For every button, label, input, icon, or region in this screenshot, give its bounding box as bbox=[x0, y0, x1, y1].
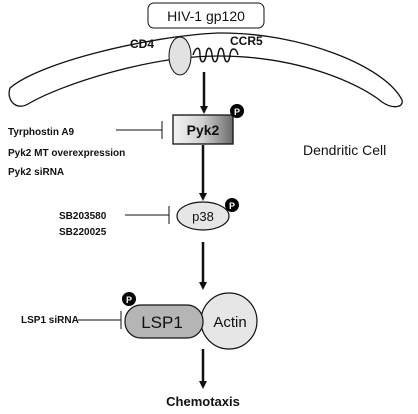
cell-label: Dendritic Cell bbox=[303, 142, 386, 158]
pyk2-inhibition-bar bbox=[116, 121, 163, 139]
ligand-box: HIV-1 gp120 bbox=[147, 2, 265, 29]
pyk2-inhibitor-1: Tyrphostin A9 bbox=[8, 127, 75, 138]
lsp1-phospho-badge: P bbox=[122, 292, 136, 306]
lsp1-node bbox=[124, 304, 204, 339]
pyk2-inhibitor-2: Pyk2 MT overexpression bbox=[8, 148, 125, 159]
pyk2-label: Pyk2 bbox=[187, 122, 220, 138]
ligand-label: HIV-1 gp120 bbox=[167, 8, 245, 24]
cd4-receptor bbox=[168, 36, 192, 76]
cell-membrane bbox=[8, 32, 403, 108]
cd4-label: CD4 bbox=[130, 37, 154, 51]
chemotaxis-label: Chemotaxis bbox=[166, 394, 240, 409]
p38-inhibitor-1: SB203580 bbox=[59, 211, 107, 222]
svg-text:P: P bbox=[234, 107, 240, 117]
ccr5-receptor bbox=[192, 47, 239, 63]
pyk2-inhibitor-3: Pyk2 siRNA bbox=[8, 167, 64, 178]
lsp1-label: LSP1 bbox=[141, 313, 183, 332]
svg-text:P: P bbox=[229, 201, 235, 211]
actin-label: Actin bbox=[213, 314, 246, 331]
p38-inhibitor-2: SB220025 bbox=[59, 227, 107, 238]
p38-phospho-badge: P bbox=[225, 198, 239, 212]
p38-label: p38 bbox=[192, 209, 214, 224]
p38-inhibition-bar bbox=[125, 206, 170, 224]
p38-node bbox=[176, 201, 230, 231]
pyk2-phospho-badge: P bbox=[230, 104, 244, 118]
lsp1-inhibition-bar bbox=[78, 311, 122, 329]
svg-text:P: P bbox=[126, 295, 132, 305]
lsp1-inhibitor-1: LSP1 siRNA bbox=[21, 315, 79, 326]
pyk2-node bbox=[172, 114, 234, 145]
ccr5-label: CCR5 bbox=[230, 34, 263, 48]
